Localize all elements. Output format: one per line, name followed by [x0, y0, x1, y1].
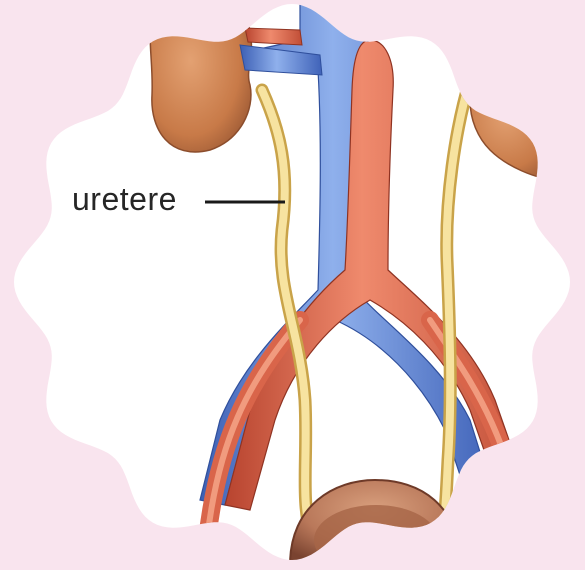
left-kidney — [150, 0, 251, 152]
left-renal-artery — [245, 28, 302, 45]
scalloped-badge — [14, 4, 570, 560]
ureter-label: uretere — [72, 181, 177, 218]
